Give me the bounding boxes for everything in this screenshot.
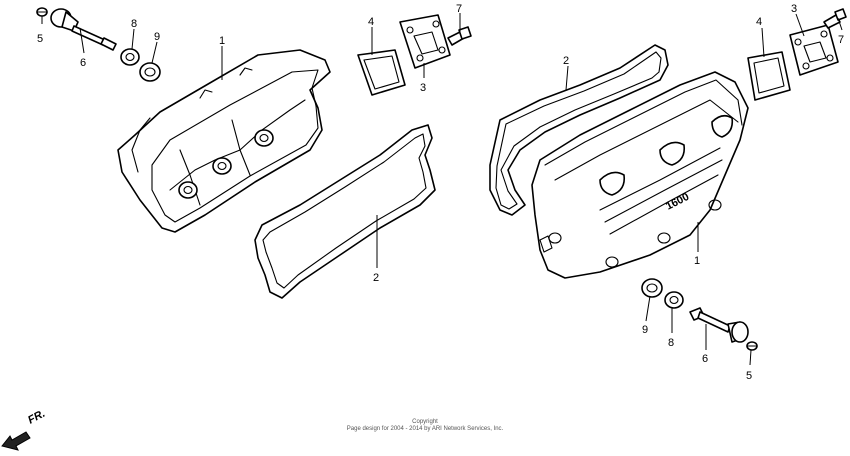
callout-left-2: 2: [373, 272, 379, 284]
right-grommet-9[interactable]: [641, 278, 663, 298]
left-cap-nut-5[interactable]: [36, 7, 48, 17]
right-gasket-2[interactable]: [489, 44, 669, 216]
right-cap-nut-5[interactable]: [746, 341, 758, 351]
callout-left-1: 1: [219, 35, 225, 47]
callout-left-6: 6: [80, 57, 86, 69]
callout-right-9: 9: [642, 324, 648, 336]
right-callouts: 2 4 3 7 1 9 8 6 5: [563, 3, 844, 382]
callout-left-5: 5: [37, 33, 43, 45]
callout-right-8: 8: [668, 337, 674, 349]
right-leader-lines: [565, 13, 843, 366]
left-leader-lines: [41, 13, 461, 268]
right-head-cover-1[interactable]: 1600: [531, 71, 749, 279]
left-washer-8[interactable]: [120, 48, 140, 66]
front-direction-arrow-icon: [1, 431, 31, 451]
right-plate-gasket-4[interactable]: [747, 51, 791, 101]
callout-left-3: 3: [420, 82, 426, 94]
right-breather-bolt-6[interactable]: [689, 307, 749, 343]
callout-left-4: 4: [368, 16, 374, 28]
callout-right-4: 4: [756, 16, 762, 28]
callout-right-6: 6: [702, 353, 708, 365]
callout-left-7: 7: [456, 3, 462, 15]
copyright-line-1: Copyright: [412, 419, 438, 425]
callout-right-7: 7: [838, 34, 844, 46]
left-gasket-2[interactable]: [254, 124, 436, 299]
callout-right-2: 2: [563, 55, 569, 67]
left-callouts: 5 6 8 9 1 4 3 7 2: [37, 3, 462, 284]
left-bolt-7[interactable]: [447, 26, 472, 46]
right-breather-plate-3[interactable]: [789, 24, 839, 76]
left-breather-plate-3[interactable]: [399, 14, 451, 69]
right-washer-8[interactable]: [664, 291, 684, 309]
callout-right-3: 3: [791, 3, 797, 15]
left-breather-bolt-6[interactable]: [50, 8, 117, 51]
copyright-footer: Copyright Page design for 2004 - 2014 by…: [0, 419, 850, 433]
callout-left-9: 9: [154, 31, 160, 43]
right-bolt-7[interactable]: [823, 8, 847, 29]
copyright-line-2: Page design for 2004 - 2014 by ARI Netwo…: [346, 426, 504, 432]
left-grommet-9[interactable]: [139, 62, 161, 82]
left-head-cover-1[interactable]: [117, 49, 331, 233]
callout-right-1: 1: [694, 255, 700, 267]
callout-right-5: 5: [746, 370, 752, 382]
left-plate-gasket-4[interactable]: [357, 49, 406, 96]
callout-left-8: 8: [131, 18, 137, 30]
